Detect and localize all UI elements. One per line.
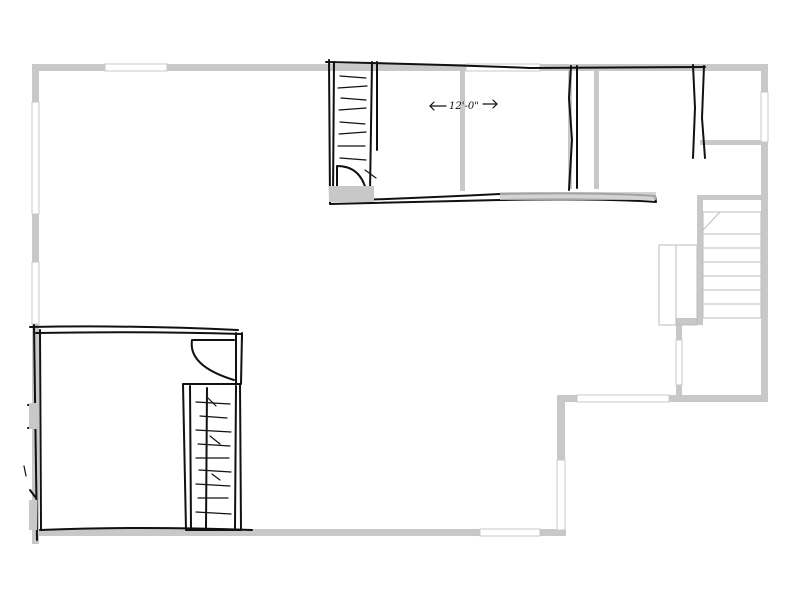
sketch-top-room [325,59,706,205]
dimension-label: 12'-0" [449,101,479,112]
sketch-bottom-left-room [23,324,253,541]
landing-counter [658,244,698,326]
windows [31,63,769,537]
exterior-walls [32,64,768,544]
stair [702,211,762,319]
dimension-annotation: 12'-0" [429,99,498,112]
wall-stubs [29,186,656,530]
